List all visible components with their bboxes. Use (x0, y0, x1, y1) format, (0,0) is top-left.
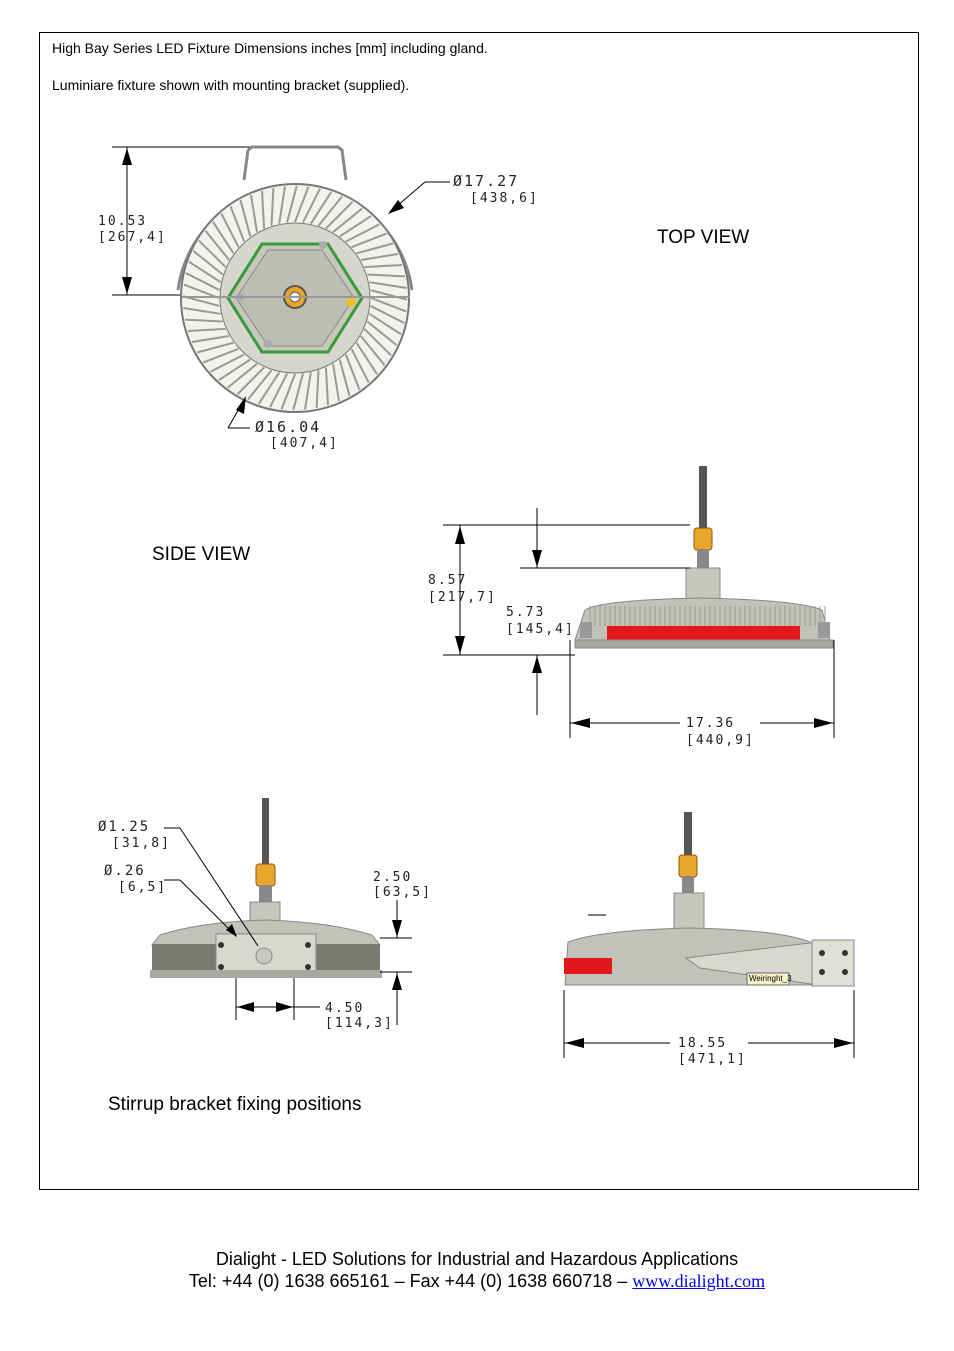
bracket-total-in: 18.55 (678, 1036, 728, 1051)
drawing-frame (39, 32, 919, 1190)
bracket-w-mm: [114,3] (325, 1016, 394, 1031)
top-view-label: TOP VIEW (657, 227, 750, 248)
footer-company: Dialight - LED Solutions for Industrial … (215, 1249, 739, 1269)
hole1-mm: [31,8] (112, 836, 171, 851)
top-height-in: 10.53 (98, 214, 148, 229)
top-height-mm: [267,4] (98, 230, 167, 245)
header-title: High Bay Series LED Fixture Dimensions i… (52, 40, 488, 56)
header-note: Luminiare fixture shown with mounting br… (52, 77, 410, 93)
bracket-h-mm: [63,5] (373, 885, 432, 900)
side-body-in: 5.73 (506, 605, 546, 620)
footer-phone-fax: Tel: +44 (0) 1638 665161 – Fax +44 (0) 1… (188, 1271, 633, 1291)
bracket-h-in: 2.50 (373, 870, 413, 885)
hole2-in: Ø.26 (104, 863, 146, 879)
part-tag: Weiringht_3 (749, 974, 792, 983)
top-outer-in: Ø17.27 (453, 172, 520, 190)
footer-contact: Tel: +44 (0) 1638 665161 – Fax +44 (0) 1… (0, 1271, 954, 1292)
side-body-mm: [145,4] (506, 622, 575, 637)
side-width-in: 17.36 (686, 716, 736, 731)
side-total-mm: [217,7] (428, 590, 497, 605)
side-total-in: 8.57 (428, 573, 468, 588)
top-inner-in: Ø16.04 (255, 418, 322, 436)
top-inner-mm: [407,4] (270, 436, 339, 451)
bracket-total-mm: [471,1] (678, 1052, 747, 1067)
side-width-mm: [440,9] (686, 733, 755, 748)
stirrup-label: Stirrup bracket fixing positions (108, 1094, 362, 1115)
hole1-in: Ø1.25 (98, 819, 151, 835)
website-link[interactable]: www.dialight.com (632, 1271, 766, 1291)
side-view-label: SIDE VIEW (152, 544, 251, 565)
top-outer-mm: [438,6] (470, 191, 539, 206)
hole2-mm: [6,5] (118, 880, 168, 895)
bracket-w-in: 4.50 (325, 1001, 365, 1016)
